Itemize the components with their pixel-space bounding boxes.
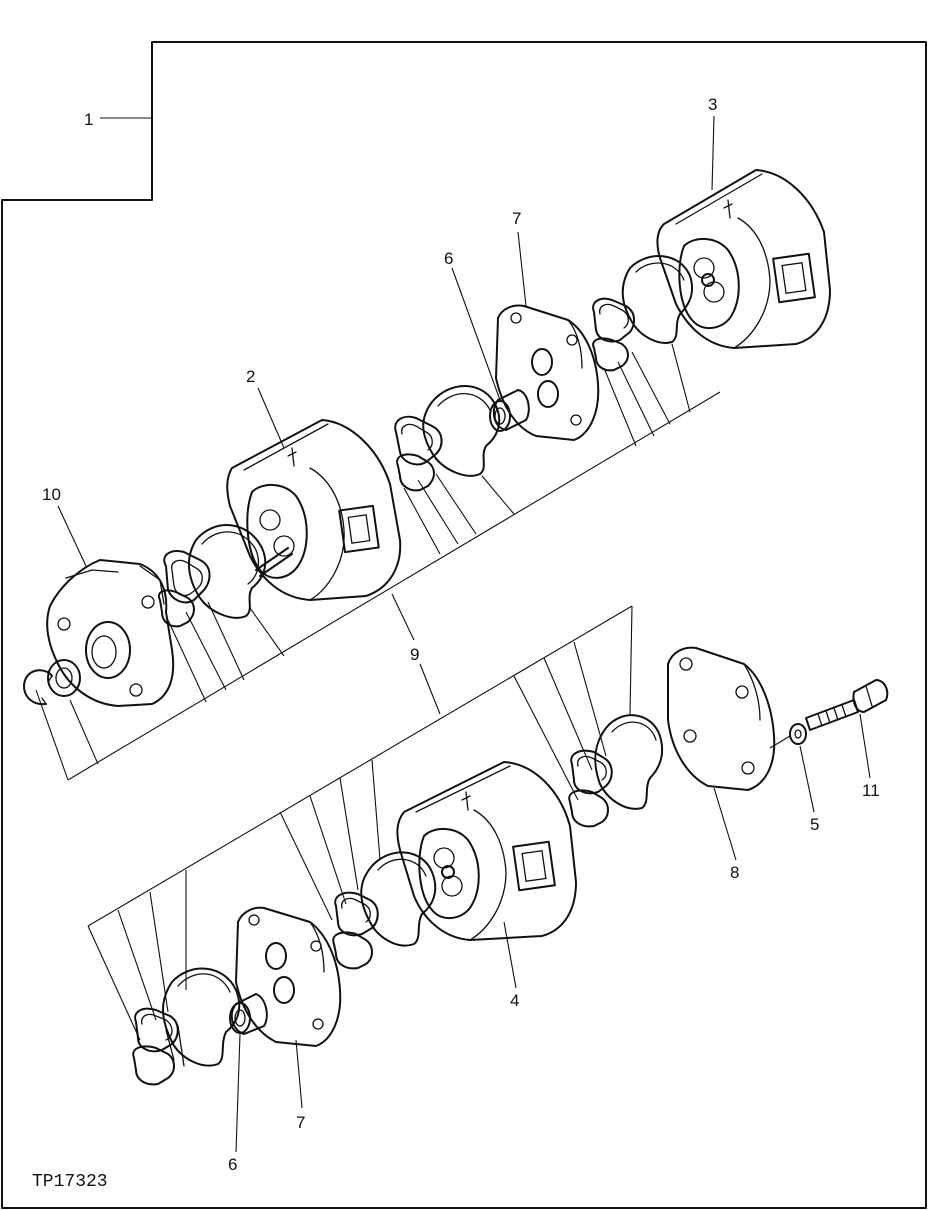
seal-kit-bracket-lower xyxy=(87,605,633,1041)
cap-screw-11 xyxy=(805,679,889,731)
mounting-flange-10 xyxy=(46,559,175,707)
callout-7-top: 7 xyxy=(512,209,521,228)
seal-set-lower-middle xyxy=(332,851,437,970)
callout-11: 11 xyxy=(862,781,880,800)
callout-9: 9 xyxy=(410,645,419,664)
pump-body-4 xyxy=(396,761,577,941)
seal-set-lower-right xyxy=(568,714,664,828)
callout-6-bottom-leader xyxy=(235,1033,241,1153)
pump-body-3 xyxy=(656,169,831,349)
callout-3: 3 xyxy=(708,95,717,114)
callout-4-leader xyxy=(503,921,517,989)
callout-5-leader xyxy=(799,745,815,813)
callout-3-leader xyxy=(711,115,715,191)
wear-plate-7-top xyxy=(495,304,600,441)
callout-6-bottom: 6 xyxy=(228,1155,237,1174)
callout-10: 10 xyxy=(42,485,61,504)
bushing-6-top xyxy=(489,389,530,432)
callout-9-leader-down xyxy=(419,663,441,715)
snap-ring xyxy=(23,669,53,706)
callout-8: 8 xyxy=(730,863,739,882)
seal-set-upper-right xyxy=(592,255,694,372)
seal-set-upper-middle xyxy=(394,385,501,492)
callout-11-leader xyxy=(859,713,871,779)
callout-6-top-leader xyxy=(451,267,501,401)
callout-7-bottom: 7 xyxy=(296,1113,305,1132)
washer-5 xyxy=(789,723,807,745)
seal-kit-bracket-upper xyxy=(35,343,721,781)
callout-4: 4 xyxy=(510,991,519,1010)
callout-8-to-screw-leader xyxy=(769,735,791,749)
pump-body-2 xyxy=(226,419,402,601)
seal-set-lower-left xyxy=(132,967,241,1086)
figure-id: TP17323 xyxy=(32,1172,108,1192)
seal-set-upper-left xyxy=(158,524,267,628)
assembly-frame xyxy=(1,41,927,1209)
callout-8-leader xyxy=(713,787,737,861)
wear-plate-7-bottom xyxy=(235,906,342,1047)
callout-5: 5 xyxy=(810,815,819,834)
callout-2-leader xyxy=(257,387,285,449)
callout-10-leader xyxy=(57,505,87,567)
shaft-seal xyxy=(47,659,81,697)
rear-cover-8 xyxy=(667,646,776,791)
callout-7-bottom-leader xyxy=(295,1039,303,1109)
callout-6-top: 6 xyxy=(444,249,453,268)
callout-9-leader-up xyxy=(391,593,415,641)
callout-7-top-leader xyxy=(517,231,527,307)
callout-2: 2 xyxy=(246,367,255,386)
callout-1: 1 xyxy=(84,110,93,129)
